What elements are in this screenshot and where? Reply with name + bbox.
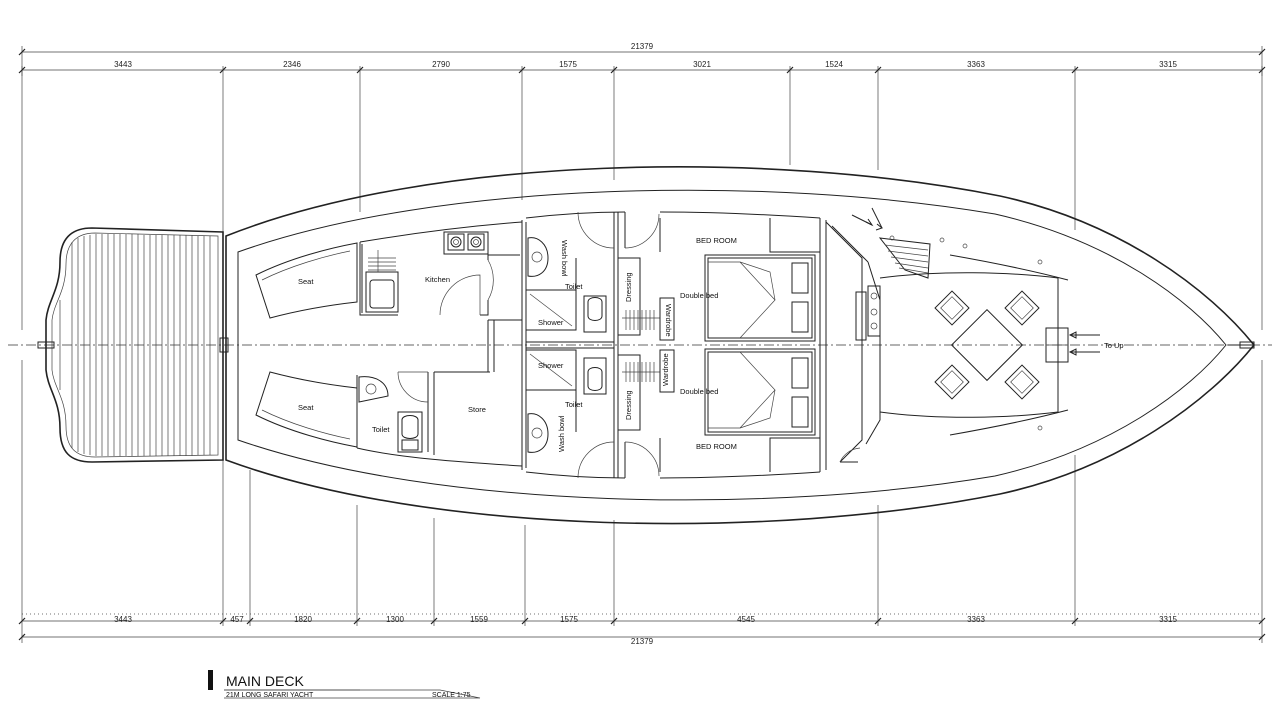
dim-bottom-8: 3363 [967, 615, 985, 624]
dim-top-6: 1524 [825, 60, 843, 69]
label-bedroom-top: BED ROOM [696, 236, 737, 245]
double-bed-top [704, 254, 816, 342]
dim-bottom-4: 1300 [386, 615, 404, 624]
dim-bottom-1: 3443 [114, 615, 132, 624]
dim-top-8: 3315 [1159, 60, 1177, 69]
label-kitchen: Kitchen [425, 275, 450, 284]
interior-walls [356, 211, 881, 479]
dim-overall-top: 21379 [631, 42, 654, 51]
dim-overall-bottom: 21379 [631, 637, 654, 646]
label-dressing-top: Dressing [624, 272, 633, 302]
label-wardrobe-bottom: Wardrobe [661, 353, 670, 386]
bottom-dimension-lines: 3443 457 1820 1300 1559 1575 4545 3363 3… [18, 360, 1266, 646]
dim-bottom-7: 4545 [737, 615, 755, 624]
label-dressing-bottom: Dressing [624, 390, 633, 420]
label-toilet-aft: Toilet [372, 425, 390, 434]
label-shower-bottom: Shower [538, 361, 564, 370]
title-block: MAIN DECK 21M LONG SAFARI YACHT SCALE 1:… [208, 670, 481, 699]
drawing-subtitle: 21M LONG SAFARI YACHT [226, 692, 314, 699]
dim-top-5: 3021 [693, 60, 711, 69]
drawing-scale: SCALE 1:75 [432, 692, 471, 699]
dim-bottom-2: 457 [230, 615, 244, 624]
helm-console [855, 285, 881, 341]
dim-top-2: 2346 [283, 60, 301, 69]
label-store: Store [468, 405, 486, 414]
dim-top-1: 3443 [114, 60, 132, 69]
double-bed-bottom [704, 348, 816, 436]
fixtures [358, 231, 675, 453]
label-double-bed-bottom: Double bed [680, 387, 718, 396]
label-seat-top: Seat [298, 277, 314, 286]
dim-top-7: 3363 [967, 60, 985, 69]
label-to-up: To Up [1104, 341, 1124, 350]
room-labels: Kitchen Toilet Store Wash bowl Wash bowl… [372, 236, 737, 452]
title-marker [208, 670, 213, 690]
label-toilet-top: Toilet [565, 282, 583, 291]
dim-bottom-5: 1559 [470, 615, 488, 624]
dim-top-3: 2790 [432, 60, 450, 69]
label-wash-bowl-bottom: Wash bowl [557, 415, 566, 452]
label-shower-top: Shower [538, 318, 564, 327]
label-wash-bowl-top: Wash bowl [560, 240, 569, 277]
door-swings [397, 211, 861, 479]
dining-table [934, 290, 1040, 400]
label-bedroom-bottom: BED ROOM [696, 442, 737, 451]
label-wardrobe-top: Wardrobe [664, 304, 673, 337]
stern-platform [37, 227, 229, 463]
forward-stairs [851, 207, 945, 279]
top-dimension-lines: 21379 3443 2346 2790 1575 3021 1524 3363… [18, 42, 1266, 330]
dim-top-4: 1575 [559, 60, 577, 69]
hull-outline [225, 166, 1256, 525]
dim-bottom-9: 3315 [1159, 615, 1177, 624]
forward-deck-area [879, 243, 1069, 436]
forward-hatch: To Up [1045, 327, 1124, 363]
dim-bottom-3: 1820 [294, 615, 312, 624]
label-seat-bottom: Seat [298, 403, 314, 412]
label-double-bed-top: Double bed [680, 291, 718, 300]
label-toilet-bottom: Toilet [565, 400, 583, 409]
dim-bottom-6: 1575 [560, 615, 578, 624]
drawing-title: MAIN DECK [226, 673, 304, 689]
